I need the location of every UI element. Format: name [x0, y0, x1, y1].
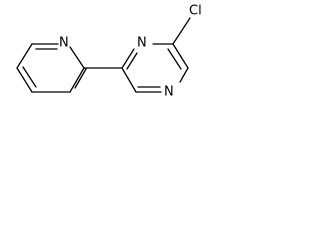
bond-pyr-n-c2: [69, 46, 85, 69]
bond-pyr-c2-c3: [69, 67, 85, 93]
bond-c-cl: [172, 17, 191, 45]
pyridine-ring: [16, 43, 87, 93]
bond-pyr-c4-c5: [16, 67, 33, 93]
bond-pyr-c4-c5-double: [22, 66, 37, 88]
atom-label-pyrazine-n-top: N: [137, 36, 147, 51]
bond-pyr-c5-c6: [16, 43, 33, 69]
bond-pz-c5-n4: [179, 67, 189, 83]
bond-pz-c3-c2: [121, 67, 137, 93]
bond-pz-c2-n1: [121, 48, 135, 69]
pyrazine-ring: [121, 43, 189, 93]
chemical-structure: N N N Cl: [16, 4, 202, 100]
atom-label-pyridine-n: N: [59, 36, 69, 51]
bond-pz-c2-n1-double: [126, 52, 138, 70]
atom-label-pyrazine-n-bottom: N: [164, 85, 174, 100]
bond-pz-c6-c5: [172, 43, 189, 69]
atom-label-chlorine: Cl: [189, 4, 202, 19]
bond-pz-c6-c5-double: [167, 48, 182, 70]
bond-pyr-c3-c4-double: [74, 68, 87, 89]
